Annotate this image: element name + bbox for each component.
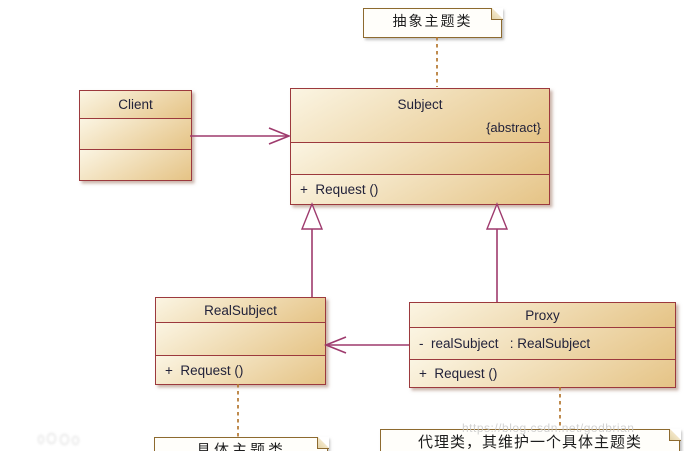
class-name: RealSubject	[156, 298, 325, 322]
hollow-triangle-arrowhead-icon	[300, 202, 324, 230]
operation-request: + Request ()	[291, 174, 549, 204]
note-fold-icon	[490, 7, 503, 20]
attributes-compartment	[291, 142, 549, 174]
note-proxy-description[interactable]: 代理类，其维护一个具体主题类	[380, 428, 681, 451]
note-abstract-subject[interactable]: 抽象主题类	[363, 7, 503, 38]
note-text: 抽象主题类	[392, 13, 473, 29]
title-compartment: Subject {abstract}	[291, 89, 549, 142]
class-client[interactable]: Client	[79, 90, 192, 181]
csdn-watermark: https://blog.csdn.net/godbrian	[462, 421, 635, 435]
open-arrowhead-icon	[268, 127, 292, 145]
stereotype-label: {abstract}	[486, 120, 541, 135]
note-text: 具体主题类	[195, 442, 286, 451]
attribute-realsubject: - realSubject : RealSubject	[410, 327, 675, 359]
generalization-proxy-subject[interactable]	[485, 202, 509, 302]
attributes-compartment	[80, 118, 191, 149]
class-proxy[interactable]: Proxy - realSubject : RealSubject + Requ…	[409, 302, 676, 388]
operations-compartment	[80, 149, 191, 180]
class-name: Client	[80, 91, 191, 118]
attributes-compartment	[156, 322, 325, 355]
note-fold-icon	[668, 428, 681, 441]
open-arrowhead-icon	[323, 336, 347, 354]
generalization-realsubject-subject[interactable]	[300, 202, 324, 297]
note-text: 代理类，其维护一个具体主题类	[417, 434, 642, 451]
operation-request: + Request ()	[156, 355, 325, 384]
operation-request: + Request ()	[410, 359, 675, 387]
faint-smudge-mark	[38, 432, 84, 445]
class-name: Proxy	[410, 303, 675, 327]
class-name: Subject	[397, 97, 443, 112]
association-proxy-realsubject[interactable]	[323, 336, 409, 354]
class-subject[interactable]: Subject {abstract} + Request ()	[290, 88, 550, 205]
association-client-subject[interactable]	[190, 127, 292, 145]
hollow-triangle-arrowhead-icon	[485, 202, 509, 230]
note-fold-icon	[316, 436, 329, 449]
note-concrete-subject[interactable]: 具体主题类	[154, 436, 329, 451]
class-realsubject[interactable]: RealSubject + Request ()	[155, 297, 326, 385]
